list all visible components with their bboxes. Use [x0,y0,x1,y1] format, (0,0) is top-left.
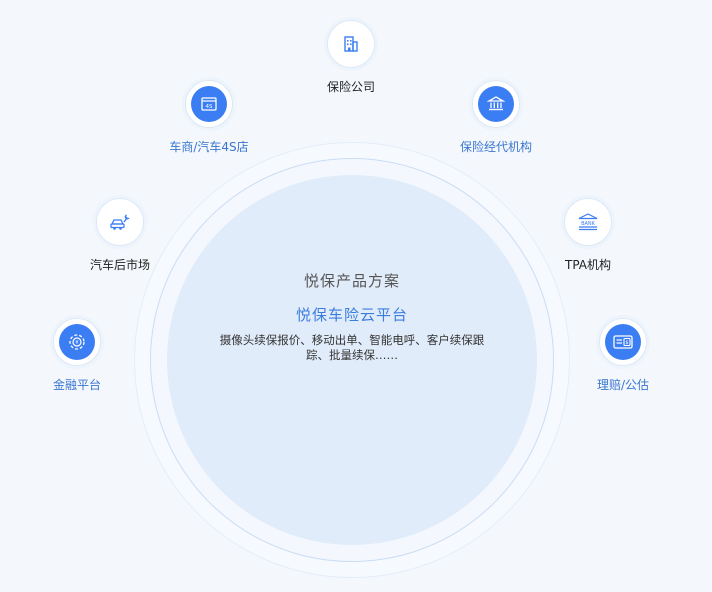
finance-coin-icon: ¥ [69,334,85,350]
center-description: 摄像头续保报价、移动出单、智能电呼、客户续保跟踪、批量续保…… [219,333,485,362]
claim-card-icon: $ [613,335,633,349]
car-wrench-icon [110,214,130,230]
node-label: 理赔/公估 [596,378,650,392]
node-insurance-agency[interactable]: 保险经代机构 [431,80,561,155]
node-label: 汽车后市场 [89,258,150,272]
svg-text:$: $ [625,340,628,346]
svg-text:4S: 4S [206,104,213,110]
node-claims-assessment[interactable]: $ 理赔/公估 [558,318,688,393]
office-building-icon [344,36,358,52]
node-4s-dealer[interactable]: 4S 车商/汽车4S店 [144,80,274,155]
institution-building-icon [486,96,506,111]
4s-shop-icon: 4S [201,97,217,111]
node-label: 保险经代机构 [459,140,532,154]
center-title: 悦保产品方案 [303,272,400,290]
node-tpa[interactable]: BANK TPA机构 [523,198,653,273]
node-finance-platform[interactable]: ¥ 金融平台 [12,318,142,393]
center-block: 悦保产品方案 悦保车险云平台 摄像头续保报价、移动出单、智能电呼、客户续保跟踪、… [200,270,504,363]
core-circle [167,175,537,545]
node-label: 金融平台 [52,378,101,392]
node-label: 保险公司 [326,80,375,94]
node-label: 车商/汽车4S店 [169,140,249,154]
bank-icon: BANK [578,213,598,231]
center-subtitle: 悦保车险云平台 [295,306,408,324]
svg-text:¥: ¥ [75,340,78,346]
node-insurance-company[interactable]: 保险公司 [286,20,416,95]
node-aftermarket[interactable]: 汽车后市场 [55,198,185,273]
svg-text:BANK: BANK [581,221,596,227]
node-label: TPA机构 [564,258,611,272]
